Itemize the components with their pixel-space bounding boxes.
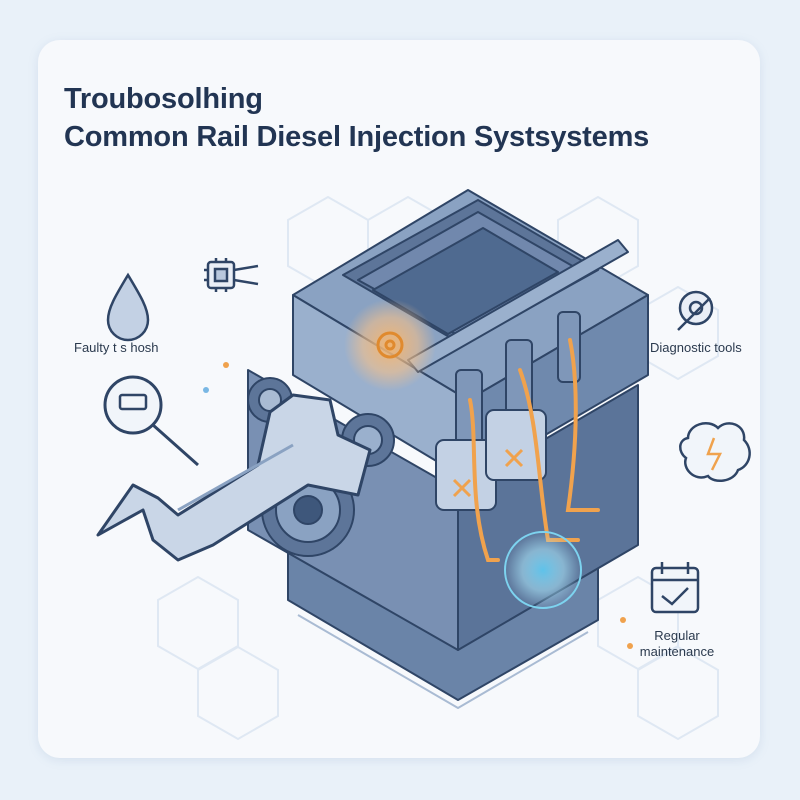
droplet-icon	[106, 272, 150, 342]
page-title: Troubosolhing Common Rail Diesel Injecti…	[64, 80, 649, 156]
calendar-check-icon	[650, 562, 700, 614]
regular-line-1: Regular	[654, 628, 700, 643]
regular-line-2: maintenance	[639, 644, 715, 659]
regular-maintenance-label: Regular maintenance	[632, 628, 722, 660]
brain-icon	[679, 422, 751, 483]
infographic-card: Troubosolhing Common Rail Diesel Injecti…	[38, 40, 760, 758]
sensor-glow	[505, 532, 581, 608]
gear-wrench-icon	[677, 290, 714, 331]
wrench-icon	[96, 393, 372, 562]
magnifier-icon	[103, 375, 199, 467]
faulty-label: Faulty t s hosh	[74, 340, 159, 355]
fuel-lines	[468, 338, 600, 562]
diagnostic-tools-label: Diagnostic tools	[650, 340, 742, 355]
gear-glow-icon	[376, 331, 404, 359]
chip-icon	[204, 258, 259, 292]
injectors	[435, 311, 581, 511]
fault-marks	[452, 448, 524, 498]
title-line-2: Common Rail Diesel Injection Systsystems	[64, 121, 650, 153]
title-line-1: Troubosolhing	[64, 83, 263, 115]
fault-glow	[344, 299, 436, 391]
engine-illustration	[96, 189, 751, 741]
